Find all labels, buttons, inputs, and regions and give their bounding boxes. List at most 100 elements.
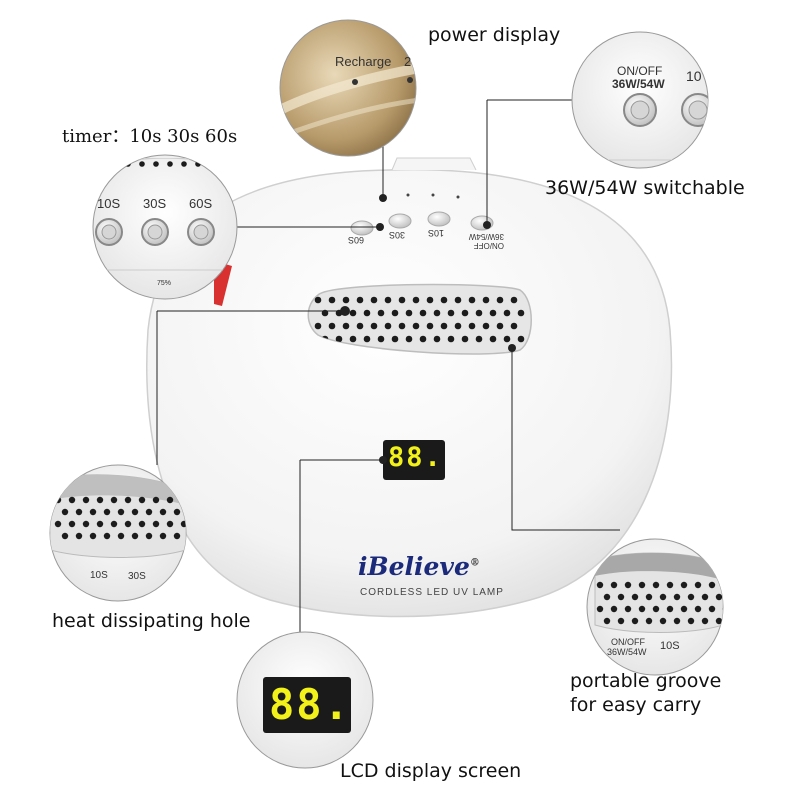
vent-hole bbox=[673, 617, 681, 625]
zoom-timer-label-10s: 10S bbox=[97, 196, 121, 211]
callout-lines bbox=[156, 99, 620, 632]
vent-hole bbox=[377, 309, 385, 317]
lamp-button-label-10s: 10S bbox=[428, 228, 445, 238]
vent-hole bbox=[166, 496, 174, 504]
callout-timer: timer：10s 30s 60s bbox=[62, 126, 238, 147]
vent-hole bbox=[617, 593, 625, 601]
vent-hole bbox=[503, 309, 511, 317]
vent-hole bbox=[610, 581, 618, 589]
vent-hole bbox=[475, 335, 483, 343]
zoom-switch-label2: 36W/54W bbox=[612, 77, 665, 91]
vent-hole bbox=[75, 508, 83, 516]
zoom-switch-label1: ON/OFF bbox=[617, 64, 663, 78]
lamp-button-label-30s: 30S bbox=[389, 230, 406, 240]
vent-hole bbox=[356, 322, 364, 330]
vent-hole bbox=[440, 322, 448, 330]
vent-hole bbox=[496, 296, 504, 304]
vent-hole bbox=[645, 617, 653, 625]
vent-hole bbox=[603, 617, 611, 625]
zoom-timer-label-60s: 60S bbox=[189, 196, 213, 211]
vent-hole bbox=[209, 161, 215, 167]
zoom-heat-label-30s: 30S bbox=[128, 571, 146, 582]
vent-hole bbox=[617, 617, 625, 625]
vent-hole bbox=[659, 617, 667, 625]
lamp-subtitle: CORDLESS LED UV LAMP bbox=[360, 587, 504, 598]
lamp-lcd-value: 88. bbox=[388, 442, 443, 473]
vent-hole bbox=[97, 161, 103, 167]
zoom-timer-label-30s: 30S bbox=[143, 196, 167, 211]
vent-hole bbox=[715, 617, 723, 625]
vent-hole bbox=[722, 605, 723, 613]
vent-hole bbox=[503, 335, 511, 343]
vent-hole bbox=[596, 605, 604, 613]
vent-hole bbox=[152, 520, 160, 528]
vent-hole bbox=[687, 617, 695, 625]
vent-hole bbox=[652, 605, 660, 613]
vent-hole bbox=[328, 322, 336, 330]
callout-portable-line1: portable groove bbox=[570, 670, 722, 692]
vent-hole bbox=[482, 296, 490, 304]
vent-hole bbox=[412, 296, 420, 304]
vent-hole bbox=[517, 309, 525, 317]
vent-hole bbox=[475, 309, 483, 317]
vent-hole bbox=[610, 605, 618, 613]
vent-hole bbox=[391, 309, 399, 317]
zoom-power-label: Recharge bbox=[335, 54, 392, 69]
zoom-power-display bbox=[279, 19, 417, 157]
vent-hole bbox=[139, 161, 145, 167]
vent-hole bbox=[510, 296, 518, 304]
vent-hole bbox=[645, 593, 653, 601]
vent-hole bbox=[624, 581, 632, 589]
vent-hole bbox=[370, 322, 378, 330]
vent-hole bbox=[412, 322, 420, 330]
vent-hole bbox=[659, 593, 667, 601]
vent-hole bbox=[694, 605, 702, 613]
zoom-lcd bbox=[236, 631, 374, 769]
vent-hole bbox=[384, 322, 392, 330]
zoom-lcd-value: 88. bbox=[269, 680, 351, 729]
vent-hole bbox=[708, 605, 716, 613]
vent-hole bbox=[111, 161, 117, 167]
vent-hole bbox=[666, 605, 674, 613]
vent-hole bbox=[138, 520, 146, 528]
vent-hole bbox=[405, 335, 413, 343]
vent-hole bbox=[131, 532, 139, 540]
vent-hole bbox=[124, 496, 132, 504]
vent-hole bbox=[173, 532, 181, 540]
lamp-button-label-60s: 60S bbox=[348, 235, 365, 245]
vent-hole bbox=[75, 532, 83, 540]
vent-hole bbox=[468, 322, 476, 330]
vent-hole bbox=[68, 520, 76, 528]
vent-hole bbox=[181, 161, 187, 167]
zoom-power-extra: 2 bbox=[404, 54, 412, 69]
vent-hole bbox=[447, 309, 455, 317]
zoom-groove-label2: 36W/54W bbox=[607, 647, 647, 657]
vent-hole bbox=[730, 594, 736, 600]
vent-hole bbox=[153, 161, 159, 167]
vent-hole bbox=[342, 296, 350, 304]
zoom-heat-hole bbox=[49, 464, 187, 602]
vent-hole bbox=[454, 322, 462, 330]
vent-hole bbox=[722, 581, 723, 589]
vent-hole bbox=[638, 581, 646, 589]
callout-switchable: 36W/54W switchable bbox=[545, 177, 745, 199]
vent-hole bbox=[89, 532, 97, 540]
vent-hole bbox=[398, 296, 406, 304]
vent-hole bbox=[398, 322, 406, 330]
vent-hole bbox=[117, 508, 125, 516]
vent-hole bbox=[349, 335, 357, 343]
heat-dissipating-vent bbox=[307, 283, 532, 355]
vent-hole bbox=[314, 296, 322, 304]
vent-hole bbox=[82, 496, 90, 504]
vent-hole bbox=[96, 496, 104, 504]
vent-hole bbox=[61, 532, 69, 540]
vent-hole bbox=[54, 520, 62, 528]
vent-hole bbox=[489, 335, 497, 343]
vent-hole bbox=[68, 496, 76, 504]
callout-heat-hole: heat dissipating hole bbox=[52, 610, 251, 632]
vent-hole bbox=[363, 335, 371, 343]
vent-hole bbox=[468, 296, 476, 304]
vent-hole bbox=[342, 322, 350, 330]
callout-portable-line2: for easy carry bbox=[570, 694, 702, 716]
